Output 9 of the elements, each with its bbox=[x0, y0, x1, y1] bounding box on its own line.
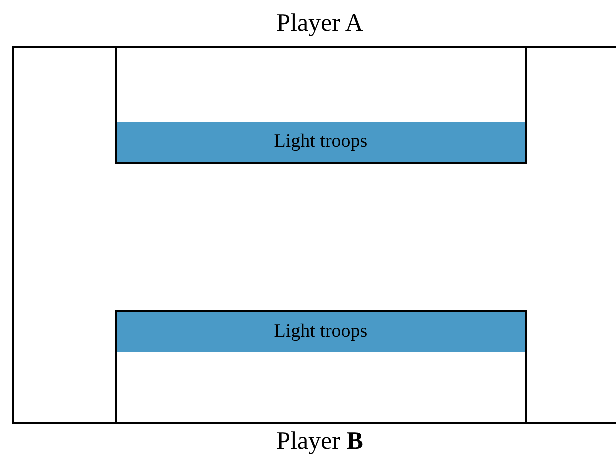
player-label: Player A bbox=[276, 10, 364, 38]
troop-label: Light troops bbox=[274, 131, 368, 153]
troop-band bbox=[117, 312, 525, 352]
deployment-zone bbox=[115, 310, 527, 424]
game-board bbox=[12, 46, 616, 424]
troop-label: Light troops bbox=[274, 321, 368, 343]
deployment-zone bbox=[115, 46, 527, 164]
player-label: Player B bbox=[276, 428, 364, 456]
troop-band bbox=[117, 122, 525, 162]
